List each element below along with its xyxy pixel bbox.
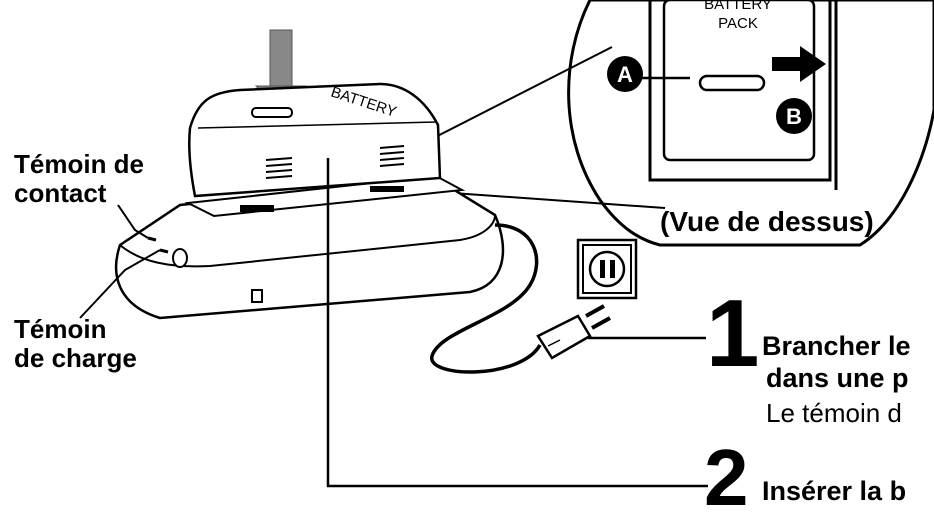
contact-leader	[117, 204, 149, 239]
charge-leader	[79, 249, 161, 319]
power-cord	[430, 223, 542, 374]
contact-label-line1: Témoin de	[14, 149, 145, 179]
wall-outlet-icon	[576, 238, 638, 300]
marker-a: A	[607, 56, 643, 92]
charge-label-line2: de charge	[14, 343, 137, 373]
step-1-text: Brancher le dans une p	[762, 330, 911, 394]
top-view-caption: (Vue de dessus)	[660, 206, 874, 237]
step-2-text: Insérer la b	[762, 476, 907, 506]
contact-indicator-label: Témoin de contact	[14, 150, 144, 208]
marker-a-label: A	[617, 62, 633, 87]
marker-b-label: B	[786, 104, 802, 129]
step-1-number: 1	[706, 280, 760, 387]
charge-lamp	[159, 248, 169, 254]
battery-pack-label-2: PACK	[718, 15, 758, 32]
step-2-leader	[326, 158, 708, 488]
charger-diagram: BATTERY PACK A B	[79, 0, 934, 488]
charge-label-line1: Témoin	[14, 314, 107, 344]
plug-icon	[536, 304, 611, 360]
step-1-note: Le témoin d	[766, 398, 902, 428]
contact-lamp	[147, 236, 157, 242]
zoom-line-upper	[409, 46, 613, 151]
charge-indicator-label: Témoin de charge	[14, 315, 137, 373]
marker-b: B	[776, 98, 812, 134]
charger-base	[114, 174, 505, 320]
battery-pack	[187, 82, 442, 198]
step-2-number: 2	[704, 433, 749, 522]
battery-groove	[698, 74, 766, 92]
battery-pack-label-1: BATTERY	[704, 0, 772, 13]
contact-label-line2: contact	[14, 178, 107, 208]
step-1-line1: Brancher le	[762, 331, 911, 361]
slide-arrow-icon	[772, 46, 826, 82]
magnified-top-view	[567, 0, 934, 247]
step-1-line2: dans une p	[766, 363, 909, 393]
